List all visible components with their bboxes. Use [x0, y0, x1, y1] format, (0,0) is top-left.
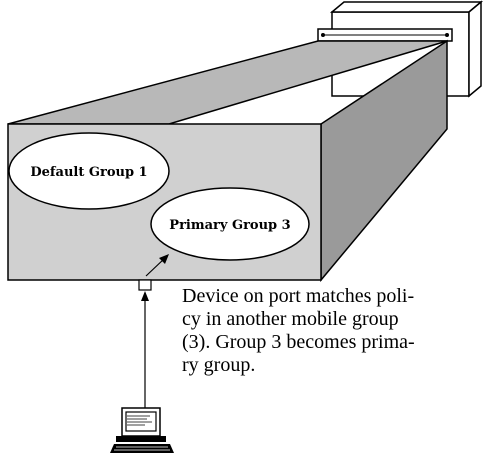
primary-group-ellipse: Primary Group 3 — [150, 187, 310, 261]
caption-line: cy in another mobile group — [182, 308, 399, 330]
port-to-group-arrow — [145, 254, 169, 277]
caption-line: (3). Group 3 becomes prima- — [182, 331, 415, 353]
port-icon — [138, 279, 152, 291]
primary-group-label: Primary Group 3 — [169, 218, 290, 233]
computer-workstation-icon — [110, 407, 174, 453]
caption-line: Device on port matches poli- — [182, 285, 415, 307]
default-group-ellipse: Default Group 1 — [8, 132, 170, 210]
device-to-port-arrow — [141, 291, 149, 408]
caption-text: Device on port matches poli- cy in anoth… — [182, 285, 472, 377]
default-group-label: Default Group 1 — [30, 165, 147, 180]
caption-line: ry group. — [182, 354, 256, 376]
